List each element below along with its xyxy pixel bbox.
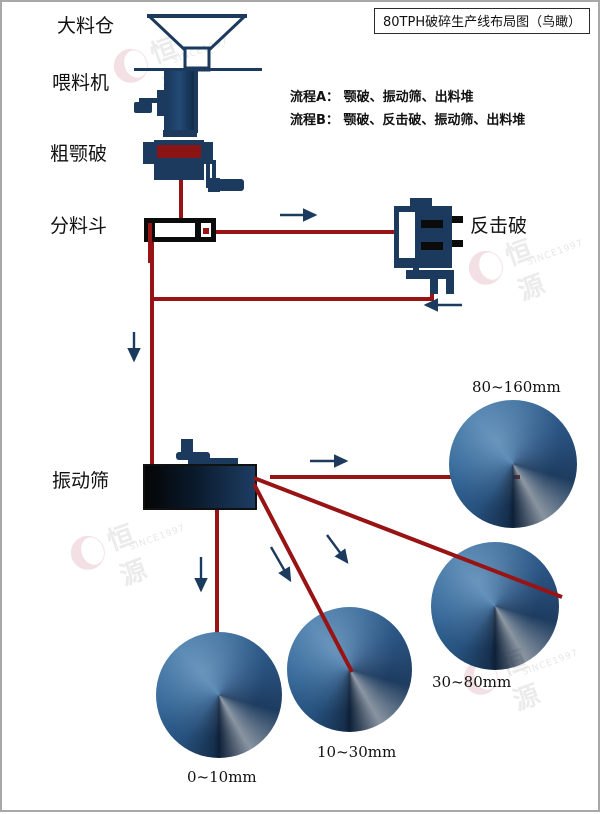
pile-30-80 (431, 542, 559, 670)
impact-crusher-base (406, 270, 454, 279)
watermark-text-since: SINCE1997 (128, 523, 187, 553)
screen-motor (176, 452, 210, 460)
watermark-text-cn: 恒源 (501, 234, 550, 307)
flow-description-b: 流程B： 颚破、反击破、振动筛、出料堆 (290, 113, 526, 128)
arrow-to-pile-10-30 (269, 546, 292, 583)
size-label-30-80: 30~80mm (432, 673, 512, 691)
impact-crusher-leg (430, 276, 438, 294)
jaw-crusher-side-block-right (204, 142, 213, 164)
jaw-crusher-bearing (208, 178, 220, 192)
label-jaw-crusher: 粗颚破 (50, 143, 108, 165)
pile-10-30 (287, 607, 412, 732)
impact-crusher-blow-bar (421, 242, 443, 250)
flow-line-impact-return (150, 297, 434, 301)
vibrating-screen-body (143, 464, 257, 510)
screen-motor-post (181, 439, 193, 455)
jaw-crusher-jaw-plate (157, 145, 201, 158)
screen-deck-rail (188, 458, 238, 465)
distributor-outlet-right (203, 228, 209, 234)
feeder-chute (167, 71, 195, 133)
flow-line-jaw-to-distributor (179, 180, 183, 222)
impact-crusher-blow-bar (421, 220, 443, 228)
label-feeder: 喂料机 (52, 72, 110, 94)
distributor-outlet-left (148, 223, 152, 263)
impact-crusher-inlet (410, 198, 432, 208)
impact-crusher-chamber (399, 212, 415, 258)
jaw-crusher-motor (218, 179, 244, 191)
jaw-crusher-inlet (163, 130, 197, 137)
feeder-motor (134, 102, 152, 113)
logo-mark (109, 44, 153, 88)
label-vibrating-screen: 振动筛 (52, 470, 110, 492)
logo-mark (464, 246, 508, 290)
size-label-80-160: 80~160mm (472, 378, 561, 396)
flow-line-screen-to-pile-0-10 (215, 472, 219, 642)
feeder-chute-edge (194, 71, 198, 133)
impact-crusher-leg (446, 276, 454, 294)
size-label-10-30: 10~30mm (317, 743, 397, 761)
size-label-0-10: 0~10mm (187, 768, 257, 786)
watermark-text-since: SINCE1997 (171, 36, 230, 66)
watermark-text-cn: 恒源 (103, 519, 152, 592)
arrow-to-pile-30-80 (326, 534, 349, 564)
impact-crusher-tab (452, 240, 463, 247)
label-impact-crusher: 反击破 (470, 215, 528, 237)
flow-line-distributor-to-impact (207, 230, 407, 234)
watermark-text-since: SINCE1997 (526, 238, 585, 268)
pile-0-10 (156, 632, 282, 758)
jaw-crusher-side-block-left (143, 142, 154, 164)
impact-crusher-tab (452, 216, 463, 223)
jaw-crusher-linkage (206, 160, 210, 188)
label-surge-bin: 大料仓 (57, 15, 115, 37)
flow-line-distributor-to-screen (150, 230, 154, 480)
logo-mark (66, 531, 110, 575)
pile-80-160 (449, 400, 577, 528)
label-distributor: 分料斗 (50, 215, 108, 237)
feeder-arm (139, 98, 159, 103)
feeder-chute-edge (164, 71, 168, 133)
distributor-chamber (155, 223, 195, 237)
flow-description-a: 流程A： 颚破、振动筛、出料堆 (290, 90, 474, 105)
diagram-title: 80TPH破碎生产线布局图（鸟瞰） (374, 8, 591, 34)
jaw-crusher-linkage (212, 160, 216, 188)
feeder-bracket (157, 90, 165, 116)
